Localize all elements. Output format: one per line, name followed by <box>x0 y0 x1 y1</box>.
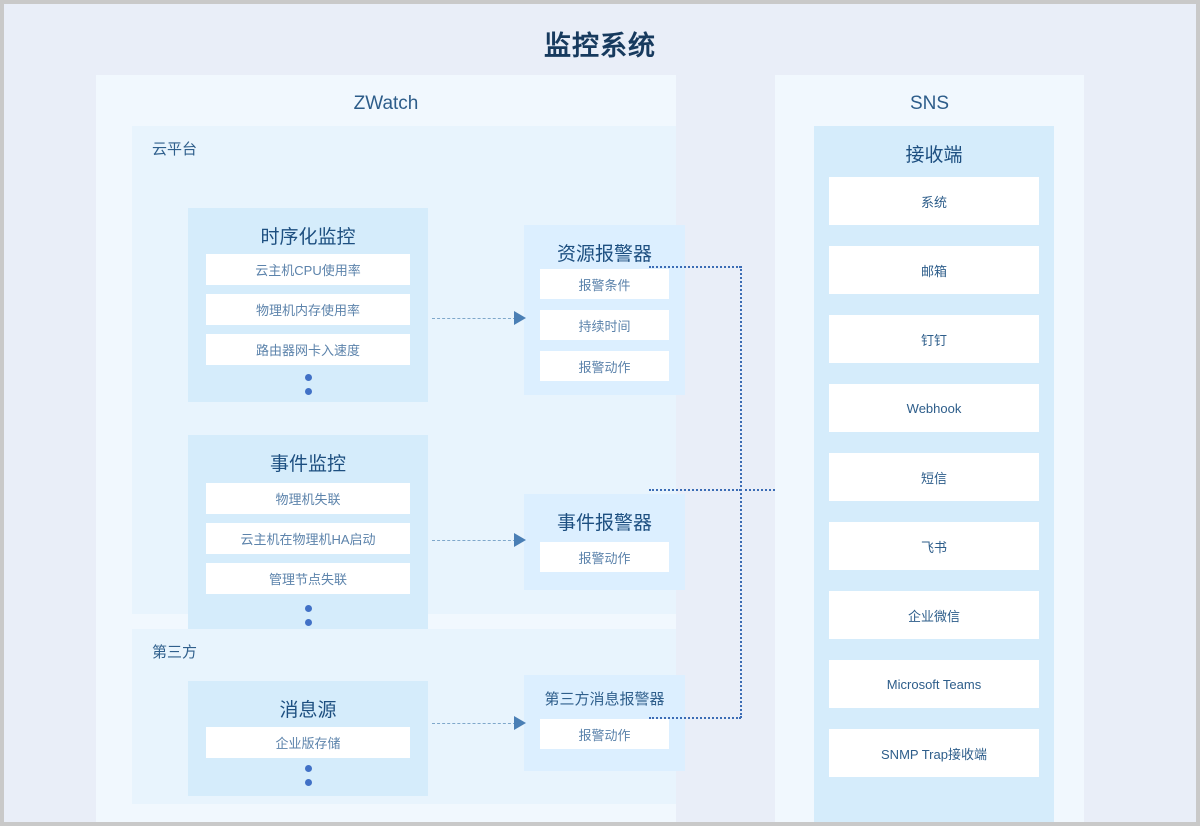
list-item[interactable]: 报警动作 <box>540 542 669 572</box>
sns-panel-title: SNS <box>909 93 950 114</box>
card-resource-alarm-title: 资源报警器 <box>556 244 652 265</box>
list-item[interactable]: 云主机在物理机HA启动 <box>206 523 410 554</box>
card-third-party-alarm-title: 第三方消息报警器 <box>544 691 665 708</box>
receiver-item-dingtalk[interactable]: 钉钉 <box>829 315 1039 363</box>
receiver-item-msteams[interactable]: Microsoft Teams <box>829 660 1039 708</box>
connector-bus-to-sns <box>740 489 799 491</box>
diagram-canvas: 监控系统 ZWatch 云平台 时序化监控 云主机CPU使用率 物理机内存使用率… <box>4 4 1196 822</box>
connector-event-to-event-alarm <box>432 540 516 541</box>
group-third-party: 第三方 消息源 企业版存储 第三方消息报警器 报警动作 <box>132 629 685 804</box>
ellipsis-dots <box>188 765 428 786</box>
card-third-party-alarm: 第三方消息报警器 报警动作 <box>524 675 685 771</box>
receiver-item-wecom[interactable]: 企业微信 <box>829 591 1039 639</box>
receiver-item-email[interactable]: 邮箱 <box>829 246 1039 294</box>
receiver-item-system[interactable]: 系统 <box>829 177 1039 225</box>
receiver-box: 接收端 系统 邮箱 钉钉 Webhook 短信 飞书 企业微信 Microsof… <box>814 126 1054 822</box>
receiver-item-sms[interactable]: 短信 <box>829 453 1039 501</box>
list-item[interactable]: 路由器网卡入速度 <box>206 334 410 365</box>
connector-vertical-bus <box>740 266 742 718</box>
list-item[interactable]: 管理节点失联 <box>206 563 410 594</box>
list-item[interactable]: 报警条件 <box>540 269 669 299</box>
list-item[interactable]: 企业版存储 <box>206 727 410 758</box>
receiver-item-feishu[interactable]: 飞书 <box>829 522 1039 570</box>
card-event-monitor: 事件监控 物理机失联 云主机在物理机HA启动 管理节点失联 <box>188 435 428 639</box>
list-item[interactable]: 报警动作 <box>540 351 669 381</box>
card-event-alarm: 事件报警器 报警动作 <box>524 494 685 590</box>
connector-event-alarm-to-bus <box>649 489 741 491</box>
group-third-party-label: 第三方 <box>152 644 198 661</box>
receiver-box-title: 接收端 <box>905 145 963 166</box>
list-item[interactable]: 物理机失联 <box>206 483 410 514</box>
arrow-head-icon <box>514 716 526 730</box>
arrow-head-icon <box>514 311 526 325</box>
connector-messagesource-to-third-alarm <box>432 723 516 724</box>
card-timeseries-monitor: 时序化监控 云主机CPU使用率 物理机内存使用率 路由器网卡入速度 <box>188 208 428 402</box>
zwatch-panel: ZWatch 云平台 时序化监控 云主机CPU使用率 物理机内存使用率 路由器网… <box>96 75 685 822</box>
receiver-item-snmp-trap[interactable]: SNMP Trap接收端 <box>829 729 1039 777</box>
connector-third-alarm-to-bus <box>649 717 741 719</box>
list-item[interactable]: 云主机CPU使用率 <box>206 254 410 285</box>
card-timeseries-monitor-title: 时序化监控 <box>260 227 356 248</box>
sns-panel: SNS 接收端 系统 邮箱 钉钉 Webhook 短信 飞书 企业微信 Micr… <box>775 75 1084 822</box>
group-cloud-platform: 云平台 时序化监控 云主机CPU使用率 物理机内存使用率 路由器网卡入速度 事件… <box>132 126 685 639</box>
card-message-source-title: 消息源 <box>279 700 337 721</box>
list-item[interactable]: 报警动作 <box>540 719 669 749</box>
list-item[interactable]: 物理机内存使用率 <box>206 294 410 325</box>
connector-timeseries-to-resource-alarm <box>432 318 516 319</box>
ellipsis-dots <box>188 374 428 395</box>
receiver-item-webhook[interactable]: Webhook <box>829 384 1039 432</box>
group-cloud-platform-label: 云平台 <box>152 141 198 158</box>
list-item[interactable]: 持续时间 <box>540 310 669 340</box>
connector-resource-alarm-to-bus <box>649 266 741 268</box>
zwatch-panel-title: ZWatch <box>353 93 419 114</box>
arrow-head-icon <box>514 533 526 547</box>
card-message-source: 消息源 企业版存储 <box>188 681 428 796</box>
card-resource-alarm: 资源报警器 报警条件 持续时间 报警动作 <box>524 225 685 395</box>
card-event-monitor-title: 事件监控 <box>269 454 346 475</box>
card-event-alarm-title: 事件报警器 <box>556 513 652 534</box>
page-title: 监控系统 <box>544 31 656 61</box>
ellipsis-dots <box>188 605 428 626</box>
